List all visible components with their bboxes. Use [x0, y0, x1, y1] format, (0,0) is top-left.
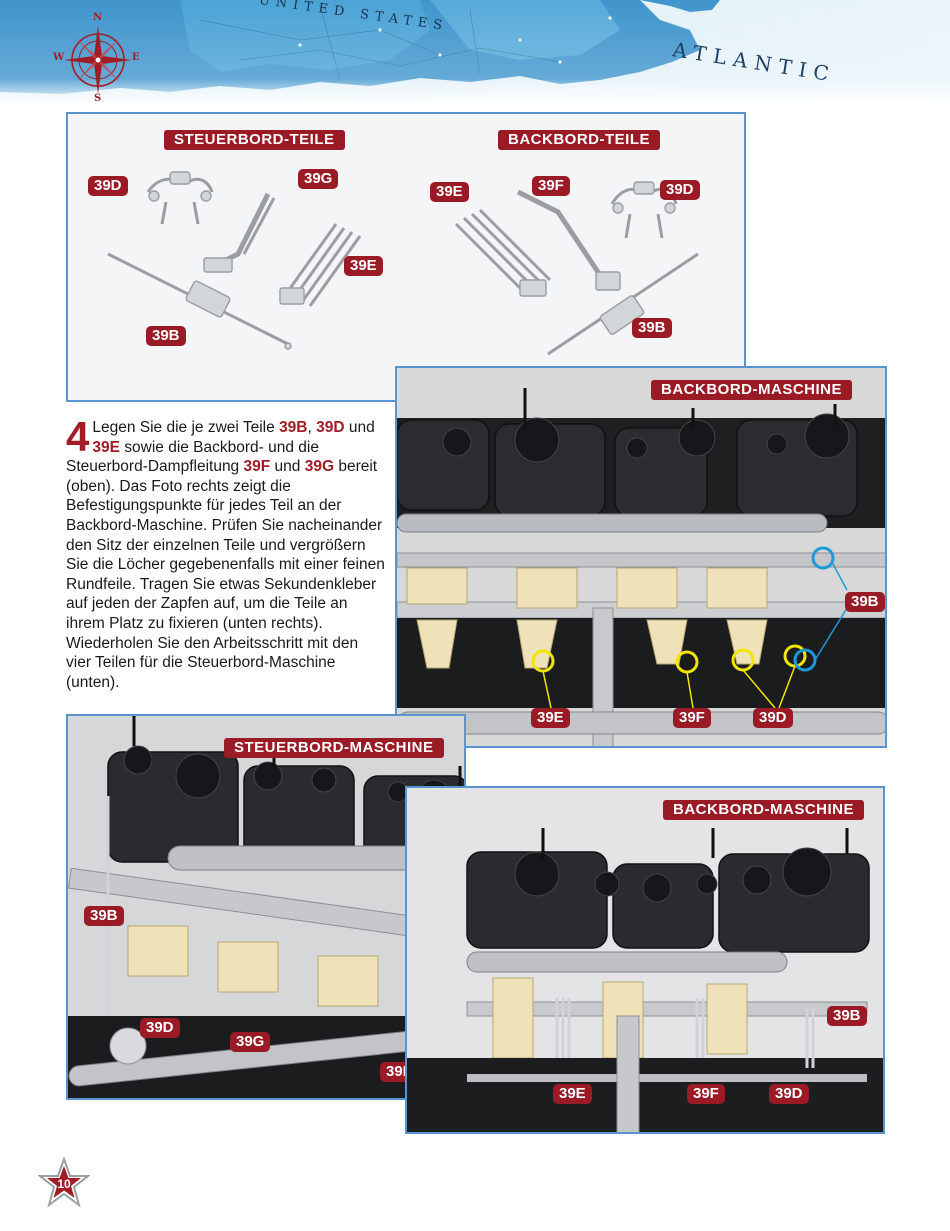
port-engine-title: BACKBORD-MASCHINE [663, 800, 864, 820]
port-engine-illustration-top [397, 368, 885, 746]
label-39f: 39F [687, 1084, 725, 1104]
step-text: bereit (oben). Das Foto rechts zeigt die… [66, 458, 385, 691]
label-39b: 39B [845, 592, 885, 612]
port-engine-illustration-bottom [407, 788, 883, 1132]
step-text: und [270, 458, 305, 476]
parts-panel: STEUERBORD-TEILE BACKBORD-TEILE 39D 39G … [66, 112, 746, 402]
label-39d: 39D [88, 176, 128, 196]
part-ref-39d: 39D [316, 419, 345, 436]
port-engine-photo-top: BACKBORD-MASCHINE 39B 39E 39F 39D [395, 366, 887, 748]
header-map-banner: UNITED STATES ATLANTIC N S E W [0, 0, 950, 105]
starboard-engine-illustration [68, 716, 464, 1098]
label-39f: 39F [673, 708, 711, 728]
page-number: 10 [57, 1177, 71, 1191]
part-39b-starboard [107, 252, 292, 350]
part-ref-39b: 39B [279, 419, 308, 436]
page-number-badge: 10 [37, 1155, 91, 1209]
label-39d: 39D [140, 1018, 180, 1038]
compass-east-label: E [132, 52, 140, 63]
compass-south-label: S [94, 93, 102, 104]
port-parts-title: BACKBORD-TEILE [498, 130, 660, 150]
compass-north-label: N [93, 12, 103, 23]
compass-icon [64, 26, 132, 94]
part-39g [203, 192, 276, 273]
step-text: sowie die Backbord- und die Steuerbord-D… [66, 438, 319, 476]
step-text: Legen Sie die je zwei Teile [92, 419, 280, 436]
parts-photo [68, 114, 744, 400]
label-39f: 39F [532, 176, 570, 196]
starboard-engine-photo: STEUERBORD-MASCHINE 39B 39D 39G 39E [66, 714, 466, 1100]
map-illustration [0, 0, 950, 105]
compass-rose: N S E W [52, 12, 144, 105]
starboard-parts-title: STEUERBORD-TEILE [164, 130, 345, 150]
starboard-engine-title: STEUERBORD-MASCHINE [224, 738, 444, 758]
star-icon [37, 1155, 91, 1208]
part-39e-port [454, 208, 552, 297]
label-39g: 39G [230, 1032, 271, 1052]
label-39b: 39B [632, 318, 672, 338]
label-39e: 39E [531, 708, 570, 728]
label-39d: 39D [769, 1084, 809, 1104]
label-39b: 39B [827, 1006, 867, 1026]
step-text: , [307, 419, 317, 436]
port-engine-title: BACKBORD-MASCHINE [651, 380, 852, 400]
part-ref-39f: 39F [243, 458, 271, 476]
step-number: 4 [66, 413, 90, 460]
part-39e-starboard [279, 223, 362, 307]
compass-west-label: W [53, 52, 65, 63]
step-text: und [344, 419, 375, 436]
label-39b: 39B [84, 906, 124, 926]
part-ref-39g: 39G [304, 458, 335, 476]
port-engine-photo-bottom: BACKBORD-MASCHINE 39B 39E 39F 39D [405, 786, 885, 1134]
label-39d: 39D [753, 708, 793, 728]
label-39e: 39E [344, 256, 383, 276]
label-39e: 39E [553, 1084, 592, 1104]
label-39g: 39G [298, 169, 339, 189]
part-ref-39e: 39E [92, 438, 120, 456]
part-39d-starboard [146, 171, 214, 225]
label-39e: 39E [430, 182, 469, 202]
label-39b: 39B [146, 326, 186, 346]
part-39b-port [547, 252, 699, 356]
part-39f [516, 189, 621, 291]
label-39d: 39D [660, 180, 700, 200]
